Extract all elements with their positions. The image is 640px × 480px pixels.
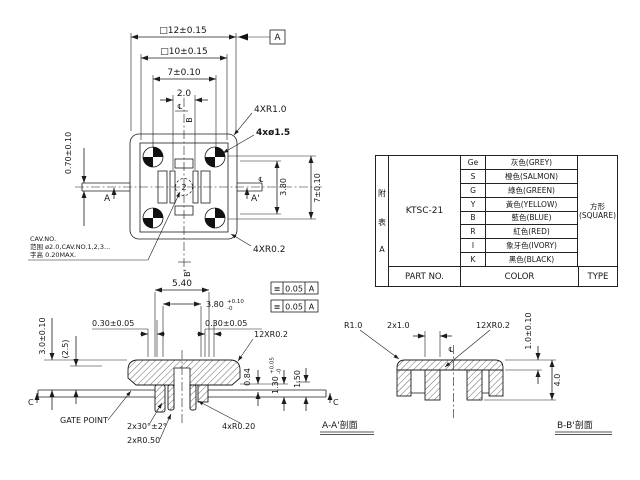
color-name: 灰色(GREY) (486, 156, 577, 170)
fcf-symmetry-1: ≡ 0.05 A (270, 281, 319, 295)
label-4xr020: 4xR0.20 (222, 422, 255, 431)
color-name: 象牙色(IVORY) (486, 239, 577, 254)
color-code-column: Ge S G Y B R I K (461, 156, 486, 266)
table-side-label: 附 表 A (376, 156, 389, 286)
color-code-table: 附 表 A KTSC-21 Ge S G Y B R I K 灰色(GREY) … (375, 155, 618, 287)
cavity-number: 2 (181, 183, 186, 192)
dim-30: 3.0±0.10 (38, 317, 47, 354)
color-code: K (470, 255, 476, 265)
color-name: 黑色(BLACK) (508, 255, 555, 265)
dim-030-right: 0.30±0.05 (205, 319, 247, 328)
part-no-header: PART NO. (389, 267, 461, 286)
section-mark-a-prime: A' (251, 194, 260, 204)
type-header: TYPE (587, 271, 609, 282)
label-12xr02-aa: 12XR0.2 (254, 330, 288, 339)
svg-text:+0.05: +0.05 (270, 357, 276, 374)
corner-hole-mark (142, 146, 164, 168)
section-aa-view: 5.40 3.80 +0.10 -0 ≡ 0.05 A ≡ 0.05 A 0.3… (28, 279, 374, 445)
dim-square12: □12±0.15 (159, 26, 207, 36)
label-4xphi15: 4xø1.5 (256, 128, 290, 138)
color-name: 綠色(GREEN) (486, 184, 577, 198)
color-name: 紅色(RED) (486, 225, 577, 240)
color-name: 橙色(SALMON) (486, 170, 577, 184)
cav-note-line3: 字高 0.20MAX. (30, 250, 76, 259)
dim-070: 0.70±0.10 (64, 132, 73, 174)
corner-hole-mark (142, 207, 164, 229)
section-bb-view: ℄ R1.0 2x1.0 12XR0.2 1.0±0.10 4.0 B-B'剖面 (344, 312, 612, 435)
svg-text:0.05: 0.05 (285, 285, 303, 294)
dim-square10: □10±0.15 (160, 47, 208, 57)
gate-point-label: GATE POINT (60, 416, 108, 425)
section-aa-title: A-A'剖面 (322, 419, 358, 431)
fcf-symmetry-2: ≡ 0.05 A (270, 299, 319, 313)
corner-hole-mark (204, 146, 226, 168)
dim-084: 0.84 (243, 368, 252, 386)
label-4xr02: 4XR0.2 (253, 245, 285, 255)
datum-a-flag: A (274, 33, 281, 43)
label-12xr02-bb: 12XR0.2 (476, 321, 510, 330)
dim-380-right: 3.80 (279, 178, 288, 196)
section-mark-c-left: C (28, 398, 34, 407)
dim-380-value: 3.80 (206, 300, 224, 309)
type-value: 方形 (SQUARE) (578, 202, 617, 220)
cav-note-line2: 范围 ø2.0,CAV.NO.1,2,3... (30, 242, 110, 251)
color-code: Y (461, 198, 485, 212)
label-4xr10: 4XR1.0 (254, 105, 287, 115)
color-header: COLOR (461, 267, 579, 286)
color-code: S (461, 170, 485, 184)
centerline-symbol: ℄ (449, 346, 454, 354)
dim-10: 1.0±0.10 (524, 312, 533, 349)
centerline-symbol: ℄ (259, 176, 264, 184)
centerline-symbol: ℄ (178, 103, 183, 111)
dim-2x10: 2x1.0 (387, 321, 410, 330)
section-mark-c-right: C (333, 398, 339, 407)
color-code: R (461, 225, 485, 240)
corner-hole-mark (204, 207, 226, 229)
dim-40: 4.0 (553, 374, 562, 387)
dim-030-left: 0.30±0.05 (92, 319, 134, 328)
svg-text:0.05: 0.05 (285, 303, 303, 312)
dim-7-right: 7±0.10 (313, 173, 322, 203)
dim-150: 1.50 (293, 370, 302, 388)
label-2xr050: 2xR0.50 (127, 436, 160, 445)
color-code: G (461, 184, 485, 198)
svg-text:≡: ≡ (274, 303, 281, 312)
dim-540: 5.40 (172, 279, 192, 289)
color-code: B (461, 212, 485, 226)
section-mark-b-prime: B' (183, 269, 192, 277)
cav-note-line1: CAV.NO. (30, 235, 56, 243)
dim-25: (2.5) (61, 340, 70, 359)
svg-text:≡: ≡ (274, 285, 281, 294)
color-code: Ge (461, 156, 485, 170)
color-code: I (461, 239, 485, 254)
top-view: 2 □12±0.15 A □10±0.15 7±0.10 2.0 ℄ (28, 26, 322, 277)
color-name: 藍色(BLUE) (486, 212, 577, 226)
part-no-value: KTSC-21 (389, 156, 461, 266)
svg-text:A: A (309, 303, 315, 312)
label-r10: R1.0 (344, 321, 362, 330)
svg-text:-0: -0 (277, 368, 283, 374)
color-name-column: 灰色(GREY) 橙色(SALMON) 綠色(GREEN) 黃色(YELLOW)… (486, 156, 578, 266)
section-bb-title: B-B'剖面 (557, 419, 593, 431)
section-mark-b: B (185, 117, 194, 123)
dim-7-top: 7±0.10 (167, 68, 201, 78)
svg-text:1.30: 1.30 (271, 376, 280, 394)
dim-130: 1.30 +0.05 -0 (270, 357, 283, 394)
svg-text:A: A (309, 285, 315, 294)
dim-380-tol-dn: -0 (227, 306, 233, 312)
dim-chamfer: 2x30°±2° (127, 422, 167, 431)
dim-380-tol-up: +0.10 (227, 299, 244, 305)
dim-2: 2.0 (177, 89, 192, 99)
color-name: 黃色(YELLOW) (486, 198, 577, 212)
section-mark-a: A (104, 194, 111, 204)
